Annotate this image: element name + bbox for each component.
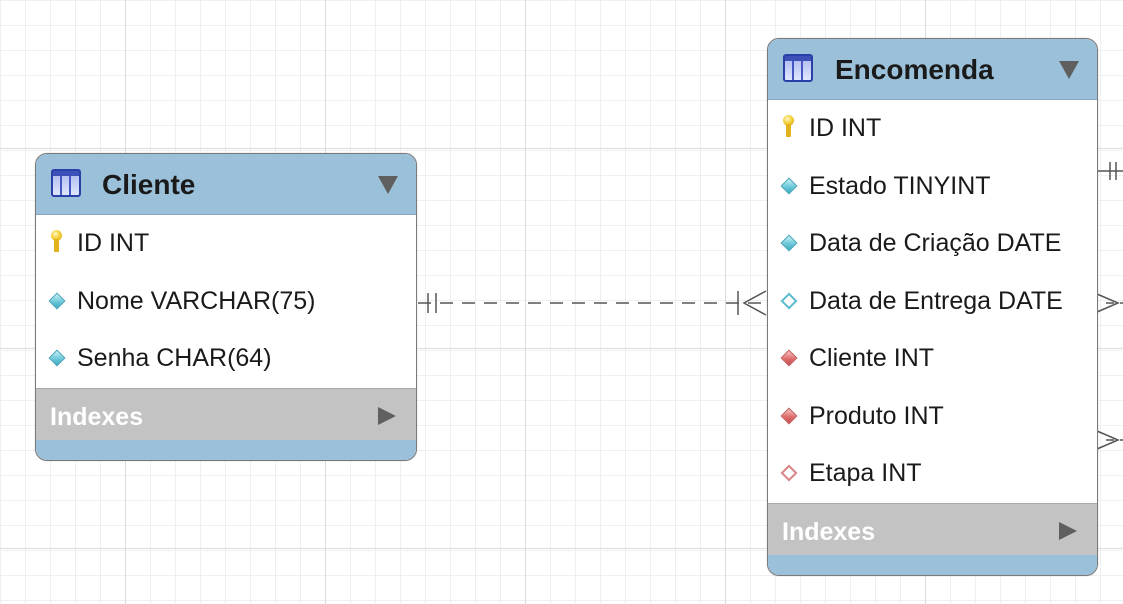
column-label: Produto INT (809, 401, 944, 430)
indexes-section[interactable]: Indexes (36, 387, 416, 444)
column-label: Etapa INT (809, 459, 922, 487)
table-title[interactable]: Cliente (102, 169, 196, 200)
crows-foot-mark (742, 290, 767, 316)
table-footer (36, 440, 416, 460)
crows-foot-mark (1096, 293, 1120, 313)
table-footer (768, 555, 1097, 575)
column-label: Cliente INT (809, 344, 935, 372)
primary-key-icon (782, 115, 794, 139)
column-row[interactable]: Senha CHAR(64) (36, 330, 416, 388)
column-row[interactable]: Nome VARCHAR(75) (36, 273, 416, 331)
expand-arrow-icon[interactable] (378, 406, 396, 425)
primary-key-icon (50, 230, 62, 254)
indexes-section[interactable]: Indexes (768, 502, 1097, 559)
column-nullable-icon (780, 292, 798, 309)
column-row[interactable]: Data de Entrega DATE (768, 273, 1097, 331)
column-row[interactable]: Cliente INT (768, 330, 1097, 388)
table-header[interactable]: Encomenda (768, 39, 1097, 100)
indexes-label: Indexes (50, 402, 144, 431)
table-cliente[interactable]: Cliente ID INT Nome VARCHAR(75) Senha CH… (35, 153, 417, 461)
column-label: Estado TINYINT (809, 171, 991, 200)
foreign-key-nullable-icon (780, 464, 798, 482)
table-icon (783, 54, 813, 82)
column-row[interactable]: Produto INT (768, 388, 1097, 446)
crows-foot-mark (1096, 430, 1120, 450)
column-label: Senha CHAR(64) (77, 344, 272, 372)
indexes-label: Indexes (782, 517, 876, 546)
table-title[interactable]: Encomenda (835, 54, 994, 85)
expand-arrow-icon[interactable] (1059, 521, 1077, 540)
column-label: ID INT (77, 229, 150, 257)
column-row[interactable]: Estado TINYINT (768, 158, 1097, 216)
column-list: ID INT Nome VARCHAR(75) Senha CHAR(64) (36, 215, 416, 388)
column-label: Data de Criação DATE (809, 229, 1062, 257)
column-row[interactable]: ID INT (36, 215, 416, 273)
column-row[interactable]: ID INT (768, 100, 1097, 158)
table-icon (51, 169, 81, 197)
column-label: Nome VARCHAR(75) (77, 286, 316, 315)
foreign-key-not-null-icon (780, 407, 798, 424)
column-row[interactable]: Etapa INT (768, 445, 1097, 503)
table-header[interactable]: Cliente (36, 154, 416, 215)
collapse-arrow-icon[interactable] (378, 176, 398, 194)
collapse-arrow-icon[interactable] (1059, 61, 1079, 79)
column-label: ID INT (809, 114, 882, 142)
column-label: Data de Entrega DATE (809, 286, 1063, 315)
column-not-null-icon (780, 234, 798, 252)
column-not-null-icon (780, 177, 798, 194)
column-not-null-icon (48, 349, 66, 367)
table-encomenda[interactable]: Encomenda ID INT Estado TINYINT Data de … (767, 38, 1098, 576)
foreign-key-not-null-icon (780, 349, 798, 367)
column-not-null-icon (48, 292, 66, 309)
column-row[interactable]: Data de Criação DATE (768, 215, 1097, 273)
column-list: ID INT Estado TINYINT Data de Criação DA… (768, 100, 1097, 503)
